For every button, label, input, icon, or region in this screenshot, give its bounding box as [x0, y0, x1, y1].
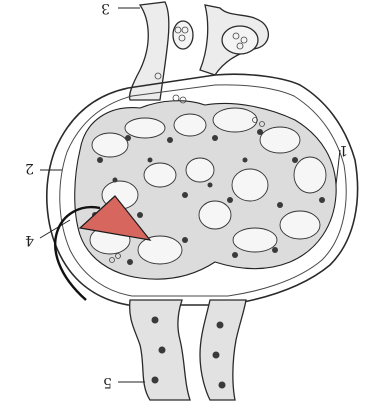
label-2: 2	[25, 160, 34, 176]
label-1: 1	[339, 142, 348, 158]
label-3: 3	[101, 0, 110, 16]
label-5: 5	[103, 374, 112, 390]
label-4: 4	[25, 232, 34, 248]
